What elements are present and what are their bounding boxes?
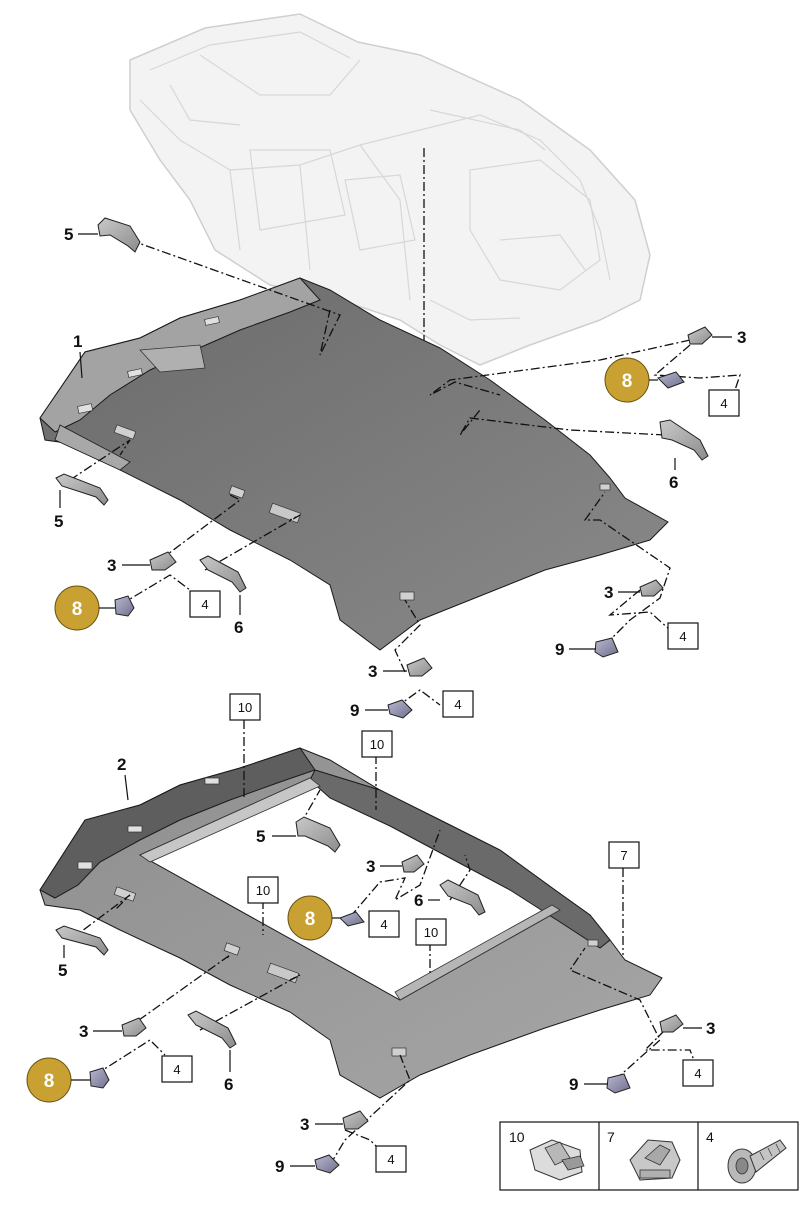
label-retainer-10: 10 [370,737,384,752]
trim-clip-8-icon [114,595,135,617]
label-grab-handle-6: 6 [234,618,243,637]
clip-9-icon [594,637,619,658]
label-screw-4: 4 [201,597,208,612]
label-bracket-3: 3 [706,1019,715,1038]
label-screw-4: 4 [454,697,461,712]
clip-9-icon [387,699,413,719]
bracket-3-icon [659,1014,684,1033]
headliner-standard [39,277,669,651]
label-grab-handle-6: 6 [414,891,423,910]
car-body-frame-icon [129,13,651,366]
label-screw-4: 4 [173,1062,180,1077]
label-screw-4: 4 [387,1152,394,1167]
label-bracket-3: 3 [366,857,375,876]
grab-handle-6-sunroof-icon [439,879,486,916]
bracket-3-icon [687,326,713,345]
label-spacer-7: 7 [620,848,627,863]
label-trim-clip-8: 8 [622,371,633,392]
label-bracket-3: 3 [604,583,613,602]
label-clip-9: 9 [350,701,359,720]
label-screw-4: 4 [694,1066,701,1081]
bracket-3-icon [149,551,177,571]
grab-handle-5-left-icon [55,473,109,506]
label-bracket-3: 3 [737,328,746,347]
clip-9-icon [314,1154,340,1174]
legend-label-spacer: 7 [607,1129,615,1145]
label-bracket-3: 3 [300,1115,309,1134]
bracket-3-icon [342,1110,369,1130]
label-grab-handle-6: 6 [224,1075,233,1094]
label-grab-handle-5: 5 [64,225,73,244]
label-trim-clip-8: 8 [305,909,316,930]
spacer-icon [629,1139,681,1181]
headliner-sunroof [39,747,663,1099]
clip-9-icon [606,1073,631,1094]
label-clip-9: 9 [569,1075,578,1094]
label-screw-4: 4 [679,629,686,644]
label-retainer-10: 10 [256,883,270,898]
grab-handle-5-sunroof-icon [295,816,341,853]
label-bracket-3: 3 [79,1022,88,1041]
label-retainer-10: 10 [424,925,438,940]
label-headliner-2: 2 [117,755,126,774]
grab-handle-5-top-icon [97,217,141,253]
label-screw-4: 4 [380,917,387,932]
label-grab-handle-5: 5 [58,961,67,980]
grab-handle-6-bottom-icon [187,1010,237,1049]
label-grab-handle-5: 5 [256,827,265,846]
label-grab-handle-5: 5 [54,512,63,531]
bracket-3-icon [121,1017,147,1037]
trim-clip-8-icon [657,371,685,389]
label-bracket-3: 3 [368,662,377,681]
legend-label-retainer: 10 [509,1129,525,1145]
label-grab-handle-6: 6 [669,473,678,492]
label-retainer-10: 10 [238,700,252,715]
label-trim-clip-8: 8 [44,1071,55,1092]
trim-clip-8-icon [89,1067,110,1089]
legend-label-screw: 4 [706,1129,714,1145]
leader-lines [69,239,741,1166]
grab-handle-6-mid-icon [199,555,247,593]
label-screw-4: 4 [720,396,727,411]
bracket-3-icon [406,657,433,677]
label-bracket-3: 3 [107,556,116,575]
retainer-clip-icon [529,1139,585,1181]
grab-handle-5-bottom-left-icon [55,925,109,956]
bracket-3-icon [639,579,664,597]
bracket-3-icon [401,854,425,873]
label-clip-9: 9 [275,1157,284,1176]
label-headliner-1: 1 [73,332,82,351]
screw-icon [727,1139,787,1184]
trim-clip-8-icon [339,911,365,927]
legend-box: 10 7 4 [499,1121,799,1191]
grab-handle-6-right-icon [659,419,709,461]
label-trim-clip-8: 8 [72,599,83,620]
label-clip-9: 9 [555,640,564,659]
